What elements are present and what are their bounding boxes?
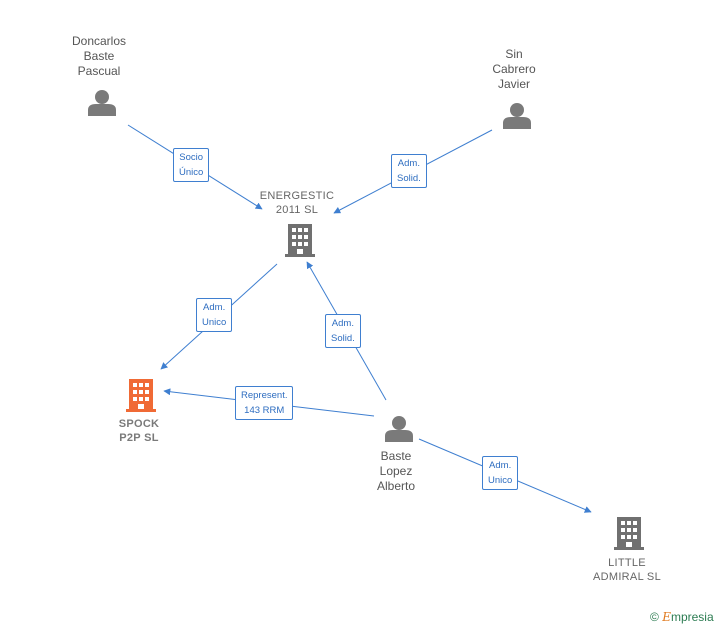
edge-label-adm-solid-baste: Adm. Solid. bbox=[325, 314, 361, 348]
node-little-admiral-label[interactable]: LITTLE ADMIRAL SL bbox=[592, 557, 661, 583]
node-energestic-label[interactable]: ENERGESTIC 2011 SL bbox=[259, 190, 335, 216]
copyright-symbol: © bbox=[650, 610, 659, 624]
building-icon-highlighted bbox=[126, 379, 156, 412]
edge-label-adm-unico-spock: Adm. Unico bbox=[196, 298, 233, 332]
edge-label-represent: Represent. 143 RRM bbox=[235, 386, 294, 420]
person-icon bbox=[503, 103, 531, 129]
building-icon bbox=[285, 224, 315, 257]
person-icon bbox=[88, 90, 116, 116]
footer-brand: © Empresia bbox=[650, 610, 714, 624]
node-baste-lopez-label[interactable]: Baste Lopez Alberto bbox=[376, 449, 416, 493]
edge-label-socio-unico: Socio Único bbox=[173, 148, 210, 182]
person-icon bbox=[385, 416, 413, 442]
edge-label-adm-unico-little: Adm. Unico bbox=[482, 456, 519, 490]
brand-initial: E bbox=[662, 610, 671, 624]
node-spock-label[interactable]: SPOCK P2P SL bbox=[118, 418, 160, 444]
node-doncarlos-label[interactable]: Doncarlos Baste Pascual bbox=[71, 34, 127, 78]
edge-label-adm-solid-sin: Adm. Solid. bbox=[391, 154, 427, 188]
building-icon bbox=[614, 517, 644, 550]
node-sin-cabrero-label[interactable]: Sin Cabrero Javier bbox=[492, 47, 536, 91]
brand-name: mpresia bbox=[670, 610, 714, 624]
